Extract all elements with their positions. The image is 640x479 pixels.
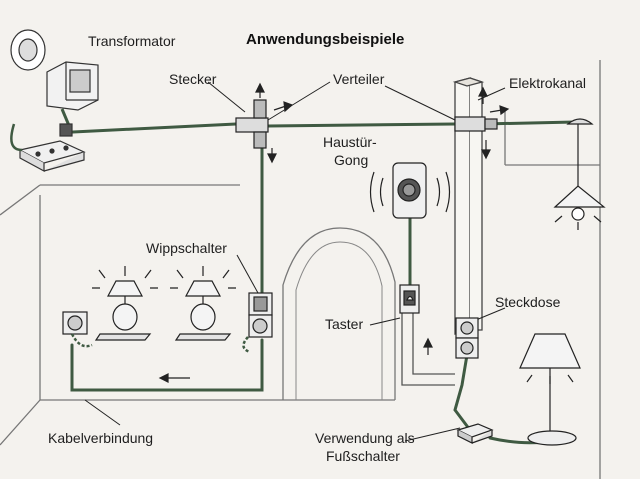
stecker-distributor-icon [235,99,269,149]
arch-doorway [282,227,396,400]
wippschalter-switch-icon [242,292,273,354]
cable-top-middle [266,122,457,128]
diagram-title: Anwendungsbeispiele [246,31,405,48]
transformer-icon [46,61,99,137]
cable-bottom [70,338,264,392]
label-verwendung-1: Verwendung als [315,430,415,446]
label-haustuer-gong-1: Haustür- [323,134,377,150]
label-haustuer-gong-2: Gong [334,152,369,168]
table-lamp-left-icon [92,266,158,341]
cable-footswitch [453,353,472,432]
floor-lamp-icon [519,333,581,446]
power-strip-icon [10,123,86,173]
wall-outlet-round-icon [10,29,46,71]
conduit-door-inner [412,300,455,375]
wall-socket-left-icon [62,311,93,348]
leader-lines [84,81,506,442]
cables [70,120,577,445]
label-taster: Taster [325,316,364,332]
label-verwendung-2: Fußschalter [326,448,400,464]
room-outline [0,60,601,479]
label-kabelverbindung: Kabelverbindung [48,430,154,446]
fussschalter-icon [456,423,494,444]
gong-icon [369,162,451,219]
label-transformator: Transformator [88,33,176,49]
label-steckdose: Steckdose [495,294,561,310]
arch-inner [295,241,383,400]
label-wippschalter: Wippschalter [146,240,227,256]
taster-button-icon [399,284,420,314]
cable-top-left [71,122,238,134]
conduit-door [401,300,455,386]
label-verteiler: Verteiler [333,71,385,87]
table-lamp-right-icon [170,266,236,341]
label-elektrokanal: Elektrokanal [509,75,587,91]
verteiler-distributor-icon [454,116,498,132]
steckdose-socket-icon [455,317,479,359]
ceiling-lamp-icon [553,118,606,230]
label-stecker: Stecker [169,71,217,87]
